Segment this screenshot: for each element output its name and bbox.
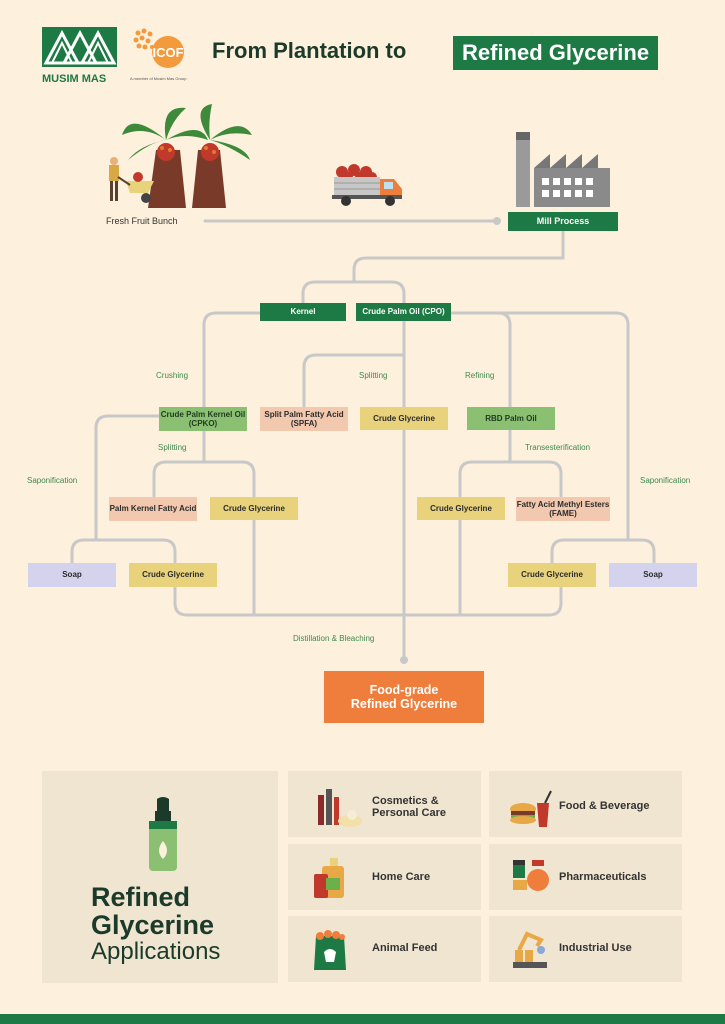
fame-node: Fatty Acid Methyl Esters (FAME)	[516, 497, 610, 521]
partner-tagline: A member of Musim Mas Group	[130, 76, 187, 81]
app-label-home-care: Home Care	[372, 871, 431, 883]
brand-name: MUSIM MAS	[42, 73, 107, 85]
spfa-node: Split Palm Fatty Acid (SPFA)	[260, 407, 348, 431]
applications-heading-line2: Glycerine	[91, 910, 215, 940]
splitting-left-label: Splitting	[158, 443, 187, 452]
crude-glycerine-left-mid-node: Crude Glycerine	[210, 497, 298, 520]
app-card-cosmetics: Cosmetics & Personal Care	[288, 771, 481, 837]
saponification-left-label: Saponification	[27, 476, 78, 485]
app-card-animal-feed: Animal Feed	[288, 916, 481, 982]
app-card-industrial: Industrial Use	[489, 916, 682, 982]
app-label-animal-feed: Animal Feed	[372, 942, 438, 954]
cosmetics-icon	[314, 787, 362, 832]
crude-glycerine-left-low-node: Crude Glycerine	[129, 563, 217, 587]
crude-glycerine-right-low-node: Crude Glycerine	[508, 563, 596, 587]
app-label-industrial: Industrial Use	[559, 942, 632, 954]
farmer-with-wheelbarrow	[104, 155, 164, 207]
app-label-food: Food & Beverage	[559, 800, 650, 812]
pkfa-node: Palm Kernel Fatty Acid	[109, 497, 197, 521]
applications-heading-line3: Applications	[91, 938, 221, 965]
crude-glycerine-right-mid-node: Crude Glycerine	[417, 497, 505, 520]
factory-illustration	[512, 132, 612, 207]
kernel-node: Kernel	[260, 303, 346, 321]
food-icon	[509, 789, 555, 834]
palm-tree-illustration	[100, 100, 260, 210]
crude-glycerine-center-node: Crude Glycerine	[360, 407, 448, 430]
app-label-pharma: Pharmaceuticals	[559, 871, 647, 883]
title-part2: Refined Glycerine	[453, 36, 659, 70]
cpko-node: Crude Palm Kernel Oil (CPKO)	[159, 407, 247, 431]
truck-illustration	[330, 163, 405, 208]
saponification-right-label: Saponification	[640, 476, 691, 485]
pharma-icon	[511, 858, 551, 903]
footer-bar	[0, 1014, 725, 1024]
app-card-home-care: Home Care	[288, 844, 481, 910]
mill-process-node: Mill Process	[508, 212, 618, 231]
partner-logo-text: ICOF	[152, 45, 183, 60]
fresh-fruit-label: Fresh Fruit Bunch	[106, 216, 178, 226]
refining-label: Refining	[465, 371, 495, 380]
soap-left-node: Soap	[28, 563, 116, 587]
home-care-icon	[312, 856, 348, 905]
applications-heading-line1: Refined	[91, 882, 191, 912]
animal-feed-icon	[310, 928, 350, 977]
icof-logo: ICOF A member of Musim Mas Group	[130, 27, 188, 82]
cpo-node: Crude Palm Oil (CPO)	[356, 303, 451, 321]
dropper-bottle-icon	[143, 797, 183, 872]
soap-right-node: Soap	[609, 563, 697, 587]
app-label-cosmetics: Cosmetics & Personal Care	[372, 795, 446, 820]
transesterification-label: Transesterification	[525, 443, 591, 452]
crushing-label: Crushing	[156, 371, 189, 380]
app-card-food: Food & Beverage	[489, 771, 682, 837]
rbd-node: RBD Palm Oil	[467, 407, 555, 430]
distillation-label: Distillation & Bleaching	[293, 634, 375, 643]
title-part1: From Plantation to	[212, 38, 407, 63]
app-card-pharma: Pharmaceuticals	[489, 844, 682, 910]
industrial-icon	[511, 930, 549, 975]
final-product-node: Food-grade Refined Glycerine	[324, 671, 484, 723]
musim-mas-logo: MUSIM MAS	[42, 27, 117, 85]
splitting-center-label: Splitting	[359, 371, 388, 380]
